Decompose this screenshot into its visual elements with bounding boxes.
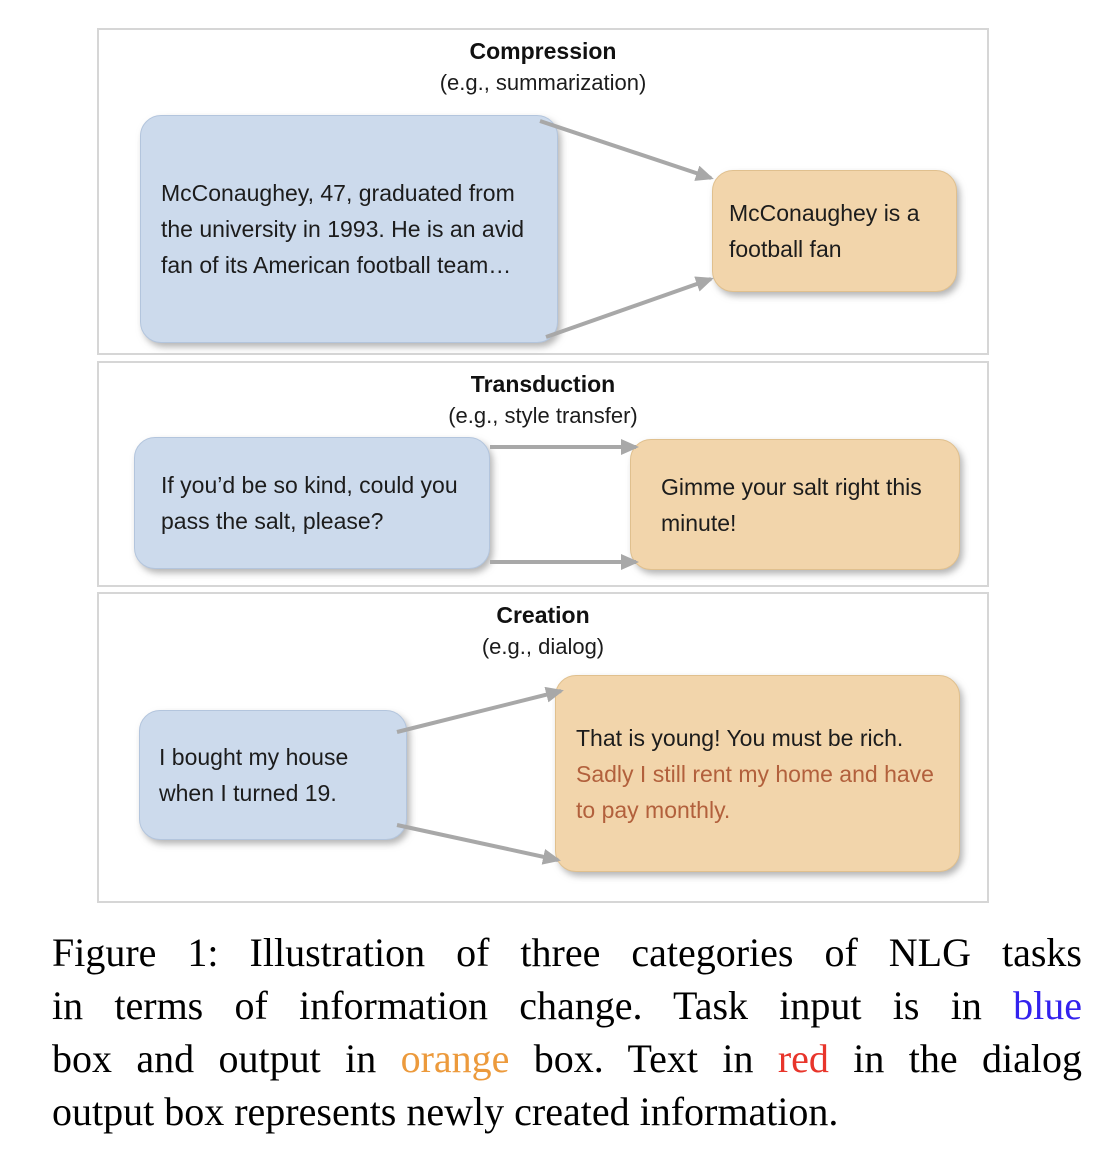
caption-line: in terms of information change. Task inp…	[52, 979, 1082, 1032]
panel-title: Transduction	[470, 371, 616, 397]
caption-word-blue: blue	[1013, 983, 1082, 1028]
output-text-given: That is young! You must be rich.	[576, 724, 904, 751]
output-box-transduction: Gimme your salt right this minute!	[630, 439, 960, 570]
output-text: That is young! You must be rich. Sadly I…	[576, 720, 941, 828]
figure-caption: Figure 1: Illustration of three categori…	[52, 926, 1082, 1138]
input-text: If you’d be so kind, could you pass the …	[161, 472, 458, 534]
output-text: McConaughey is a football fan	[729, 200, 920, 262]
arrow-bottom	[396, 823, 561, 865]
input-box-compression: McConaughey, 47, graduated from the univ…	[140, 115, 558, 343]
caption-text: box. Text in	[509, 1036, 778, 1081]
panel-compression: Compression (e.g., summarization) McCona…	[97, 28, 989, 355]
caption-text: output box represents newly created info…	[52, 1089, 839, 1134]
caption-text: in the dialog	[828, 1036, 1082, 1081]
panel-transduction: Transduction (e.g., style transfer) If y…	[97, 361, 989, 587]
output-box-compression: McConaughey is a football fan	[712, 170, 957, 292]
output-text: Gimme your salt right this minute!	[661, 473, 922, 536]
input-text: McConaughey, 47, graduated from the univ…	[161, 180, 525, 278]
input-text: I bought my house when I turned 19.	[159, 744, 349, 806]
panel-title: Compression	[469, 38, 617, 64]
output-text-new-information: Sadly I still rent my home and have to p…	[576, 760, 934, 823]
caption-line: box and output in orange box. Text in re…	[52, 1032, 1082, 1085]
arrow-top	[539, 119, 714, 181]
panel-subtitle: (e.g., style transfer)	[448, 403, 638, 428]
panel-subtitle: (e.g., dialog)	[481, 634, 605, 659]
input-box-creation: I bought my house when I turned 19.	[139, 710, 407, 840]
arrow-bottom	[545, 276, 714, 339]
caption-text: box and output in	[52, 1036, 401, 1081]
caption-line: Figure 1: Illustration of three categori…	[52, 926, 1082, 979]
panel-subtitle: (e.g., summarization)	[439, 70, 647, 95]
panel-title: Creation	[496, 602, 590, 628]
input-box-transduction: If you’d be so kind, could you pass the …	[134, 437, 490, 569]
caption-text: in terms of information change. Task inp…	[52, 983, 1014, 1028]
caption-text: Figure 1: Illustration of three categori…	[52, 930, 1082, 975]
arrow-top	[396, 686, 564, 734]
panel-creation: Creation (e.g., dialog) I bought my hous…	[97, 592, 989, 903]
caption-word-orange: orange	[400, 1036, 510, 1081]
caption-line: output box represents newly created info…	[52, 1085, 1082, 1138]
caption-word-red: red	[777, 1036, 829, 1081]
output-box-creation: That is young! You must be rich. Sadly I…	[555, 675, 960, 872]
